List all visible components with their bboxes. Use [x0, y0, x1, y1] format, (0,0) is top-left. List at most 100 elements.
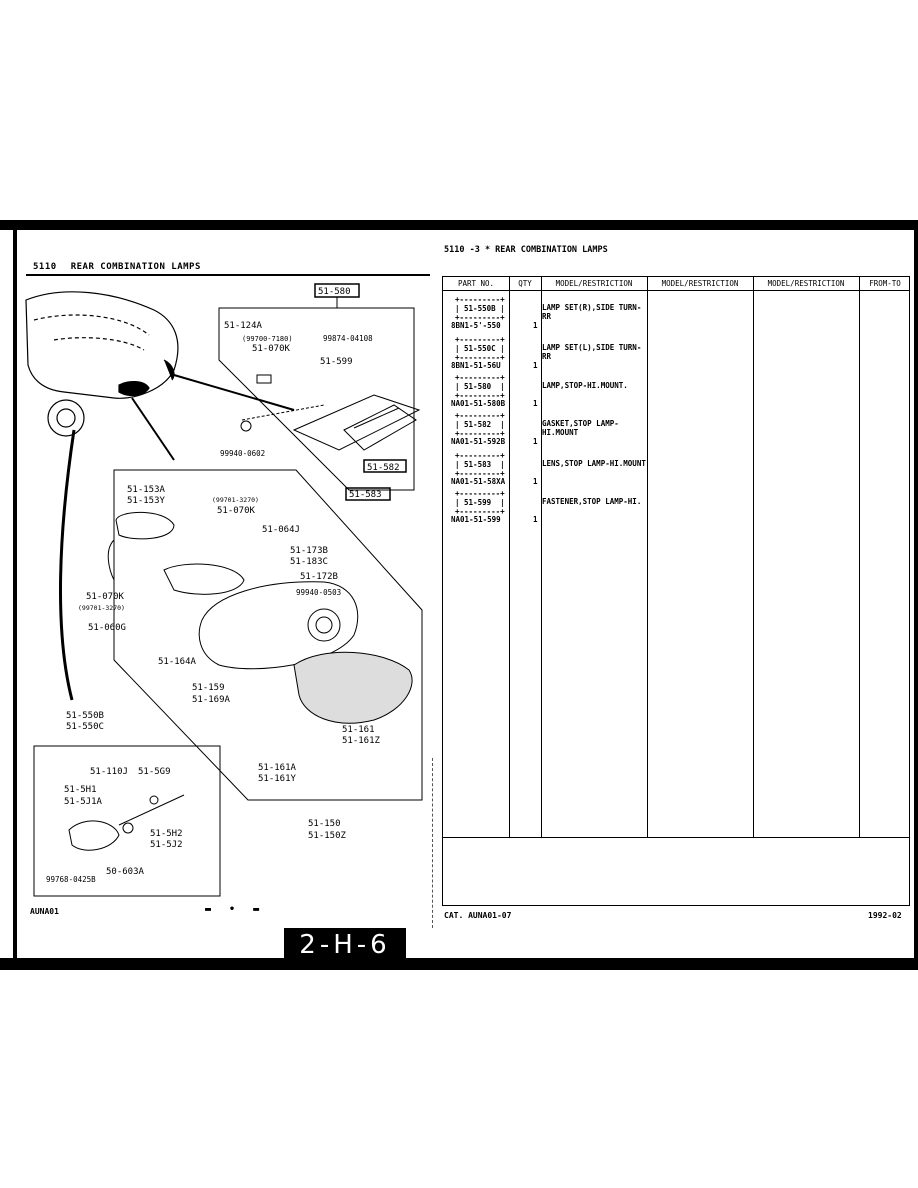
- catalog-date: 1992-02: [868, 911, 902, 920]
- left-footer-marks: ▬ • ▬: [205, 904, 266, 915]
- left-page-title: 5110 REAR COMBINATION LAMPS: [33, 262, 201, 272]
- part-number: NA01-51-580B: [451, 399, 506, 408]
- table-row: +---------+ | 51-582 | +---------+ NA01-…: [443, 411, 909, 447]
- callout-51-161A: 51-161A: [258, 763, 297, 773]
- col-header-model-3: MODEL/RESTRICTION: [767, 279, 845, 288]
- callout-51-153A: 51-153A: [127, 485, 166, 495]
- description: GASKET,STOP LAMP-HI.MOUNT: [542, 419, 619, 437]
- ref-number: 51-550B: [464, 304, 496, 313]
- section-title: REAR COMBINATION LAMPS: [70, 262, 201, 272]
- part-number: 8BN1-5'-550: [451, 321, 501, 330]
- callout-51-150: 51-150: [308, 819, 341, 829]
- ref-number: 51-582: [464, 420, 492, 429]
- part-number: NA01-51-592B: [451, 437, 506, 446]
- callout-99940-0503: 99940-0503: [296, 588, 341, 597]
- title-rule: [26, 274, 430, 276]
- ref-number: 51-599: [464, 498, 492, 507]
- callout-99768-0425B: 99768-0425B: [46, 875, 96, 884]
- callout-99701-3270-b: (99701-3270): [78, 604, 125, 612]
- callout-labels: 51-580 51-124A (99700-7180) 51-070K 9987…: [46, 287, 400, 884]
- ref-number: 51-550C: [464, 344, 496, 353]
- ref-box: +---------+ | 51-580 | +---------+: [455, 373, 505, 400]
- ref-box: +---------+ | 51-582 | +---------+: [455, 411, 505, 438]
- quantity: 1: [533, 361, 538, 370]
- callout-51-159: 51-159: [192, 683, 225, 693]
- table-bottom-rule: [443, 837, 909, 838]
- callout-51-070K-low: 51-070K: [86, 592, 125, 602]
- callout-51-064J: 51-064J: [262, 525, 300, 535]
- callout-51-173B: 51-173B: [290, 546, 328, 556]
- page-number-badge: 2-H-6: [284, 928, 406, 962]
- car-rear-illustration: [25, 291, 295, 701]
- col-header-model-1: MODEL/RESTRICTION: [555, 279, 633, 288]
- section-code: 5110: [33, 262, 57, 272]
- callout-51-161Z: 51-161Z: [342, 736, 381, 746]
- right-border: [914, 228, 918, 960]
- ref-number: 51-583: [464, 460, 492, 469]
- hi-mount-stop-lamp-group: [218, 283, 421, 501]
- callout-51-060G: 51-060G: [88, 623, 126, 633]
- callout-51-5H2: 51-5H2: [150, 829, 183, 839]
- callout-51-164A: 51-164A: [158, 657, 197, 667]
- table-row: +---------+ | 51-550C | +---------+ 8BN1…: [443, 335, 909, 371]
- callout-51-070K-top: 51-070K: [252, 344, 291, 354]
- callout-51-169A: 51-169A: [192, 695, 231, 705]
- callout-51-153Y: 51-153Y: [127, 496, 166, 506]
- ref-box: +---------+ | 51-550B | +---------+: [455, 295, 505, 322]
- callout-51-5H1: 51-5H1: [64, 785, 97, 795]
- catalog-code: CAT. AUNA01-07: [444, 911, 512, 920]
- callout-51-583: 51-583: [349, 490, 382, 500]
- callout-51-172B: 51-172B: [300, 572, 338, 582]
- col-sep: [541, 277, 542, 837]
- callout-50-603A: 50-603A: [106, 867, 145, 877]
- right-page-header: 5110 -3 * REAR COMBINATION LAMPS: [444, 245, 608, 255]
- ref-box: +---------+ | 51-599 | +---------+: [455, 489, 505, 516]
- col-sep: [647, 277, 648, 837]
- col-sep: [859, 277, 860, 837]
- callout-99940-0602: 99940-0602: [220, 449, 265, 458]
- callout-51-183C: 51-183C: [290, 557, 328, 567]
- combination-lamp-group: [107, 469, 423, 801]
- parts-table: PART NO. QTY MODEL/RESTRICTION MODEL/RES…: [442, 276, 910, 906]
- callout-51-580: 51-580: [318, 287, 351, 297]
- left-footer-code: AUNA01: [30, 907, 59, 916]
- callout-51-582: 51-582: [367, 463, 400, 473]
- description: LAMP SET(L),SIDE TURN-RR: [542, 343, 642, 361]
- description: FASTENER,STOP LAMP-HI.: [542, 497, 642, 506]
- quantity: 1: [533, 321, 538, 330]
- callout-51-070K-mid: 51-070K: [217, 506, 256, 516]
- callout-51-5J1A: 51-5J1A: [64, 797, 103, 807]
- callout-51-599: 51-599: [320, 357, 353, 367]
- ref-box: +---------+ | 51-583 | +---------+: [455, 451, 505, 478]
- quantity: 1: [533, 399, 538, 408]
- callout-51-161: 51-161: [342, 725, 375, 735]
- page-divider: [432, 758, 434, 928]
- part-number: NA01-51-58XA: [451, 477, 506, 486]
- col-header-model-2: MODEL/RESTRICTION: [661, 279, 739, 288]
- exploded-parts-diagram: 51-580 51-124A (99700-7180) 51-070K 9987…: [25, 283, 423, 897]
- ref-box: +---------+ | 51-550C | +---------+: [455, 335, 505, 362]
- bottom-border-bar: [0, 958, 918, 970]
- table-row: +---------+ | 51-599 | +---------+ NA01-…: [443, 489, 909, 525]
- part-number: NA01-51-599: [451, 515, 501, 524]
- callout-51-550C: 51-550C: [66, 722, 104, 732]
- description: LAMP SET(R),SIDE TURN-RR: [542, 303, 642, 321]
- header-rule: [443, 290, 909, 291]
- callout-99700-7180: (99700-7180): [242, 335, 293, 343]
- top-border-bar: [0, 220, 918, 230]
- description: LENS,STOP LAMP-HI.MOUNT: [542, 459, 646, 468]
- callout-51-550B: 51-550B: [66, 711, 104, 721]
- quantity: 1: [533, 515, 538, 524]
- callout-99701-3270-a: (99701-3270): [212, 496, 259, 504]
- quantity: 1: [533, 437, 538, 446]
- col-header-part-no: PART NO.: [457, 279, 495, 288]
- callout-51-5G9: 51-5G9: [138, 767, 171, 777]
- col-header-qty: QTY: [518, 279, 532, 288]
- col-sep: [753, 277, 754, 837]
- col-header-from-to: FROM-TO: [869, 279, 901, 288]
- ref-number: 51-580: [464, 382, 492, 391]
- table-row: +---------+ | 51-580 | +---------+ NA01-…: [443, 373, 909, 409]
- description: LAMP,STOP-HI.MOUNT.: [542, 381, 628, 390]
- side-turn-lamp-group: [33, 745, 221, 897]
- col-sep: [509, 277, 510, 837]
